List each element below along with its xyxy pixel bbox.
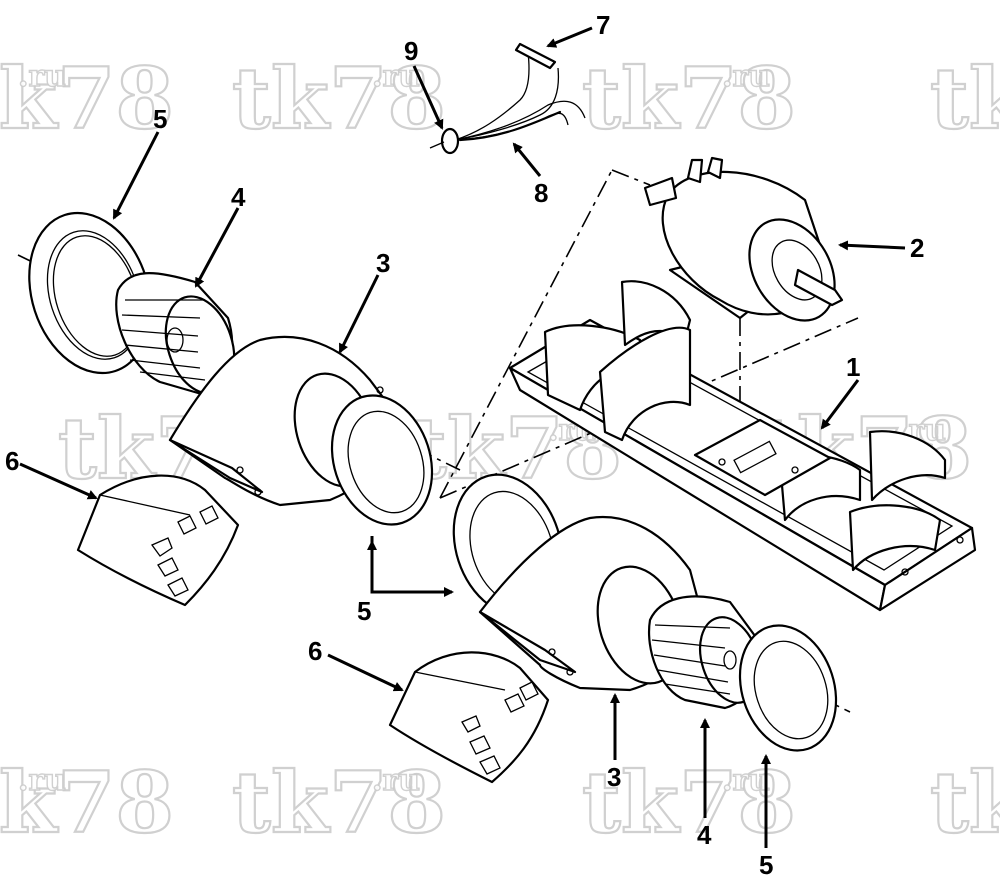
watermark-text: tk78 xyxy=(0,753,174,852)
watermark-suffix: .ru xyxy=(722,59,770,94)
base-frame xyxy=(508,280,977,612)
callout-8: 8 xyxy=(534,178,548,208)
watermark-text: tk78 xyxy=(930,753,1000,852)
watermark-suffix: .ru xyxy=(18,59,66,94)
watermark-layer: tk78 .ru tk78 .ru tk78 .ru tk78 tk78 .ru… xyxy=(0,48,1000,853)
callout-5: 5 xyxy=(759,850,773,880)
callout-5: 5 xyxy=(153,104,167,134)
motor xyxy=(643,156,844,322)
watermark-text: tk78 xyxy=(232,49,446,148)
watermark-suffix: .ru xyxy=(722,763,770,798)
callout-arrows xyxy=(19,26,906,848)
watermark-suffix: .ru xyxy=(372,59,420,94)
blower-wheel-upper xyxy=(115,272,236,397)
callout-4: 4 xyxy=(231,182,246,212)
callout-1: 1 xyxy=(846,352,860,382)
watermark-text: tk78 xyxy=(0,49,174,148)
wiring-harness xyxy=(429,42,586,155)
duct-cover-lower xyxy=(388,651,550,784)
callout-labels: 1 2 3 3 4 4 5 5 5 6 6 7 8 9 xyxy=(5,10,924,880)
callout-3: 3 xyxy=(376,248,390,278)
inlet-ring-middle xyxy=(330,394,434,526)
callout-7: 7 xyxy=(596,10,610,40)
watermark-text: tk78 xyxy=(930,49,1000,148)
inlet-ring-right xyxy=(738,624,838,752)
watermark-text: tk78 xyxy=(582,753,796,852)
callout-4: 4 xyxy=(697,820,712,850)
watermark-text: tk78 xyxy=(232,753,446,852)
callout-6: 6 xyxy=(5,446,19,476)
callout-3: 3 xyxy=(607,762,621,792)
callout-9: 9 xyxy=(404,36,418,66)
duct-cover-upper xyxy=(76,474,240,607)
callout-2: 2 xyxy=(910,233,924,263)
callout-5: 5 xyxy=(357,596,371,626)
watermark-suffix: .ru xyxy=(18,763,66,798)
watermark-suffix: .ru xyxy=(372,763,420,798)
callout-6: 6 xyxy=(308,636,322,666)
scroll-housing-lower xyxy=(478,515,701,692)
watermark-text: tk78 xyxy=(582,49,796,148)
